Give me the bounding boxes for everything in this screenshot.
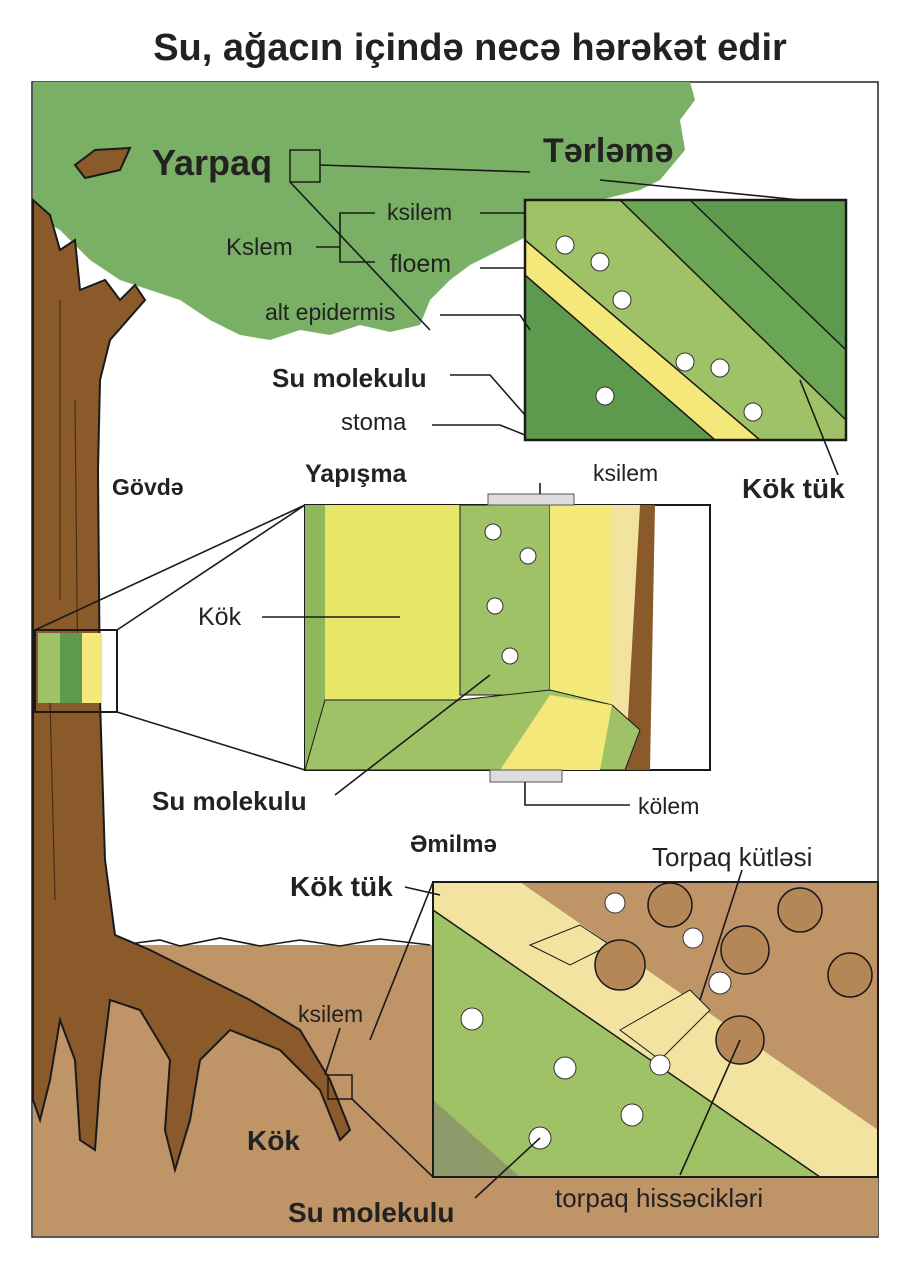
label-ksilem-leaf: ksilem: [387, 199, 452, 225]
leaf-zoom-marker: [289, 149, 321, 183]
label-torpaq-hissecikleri: torpaq hissəcikləri: [555, 1183, 763, 1213]
label-ksilem-root: ksilem: [298, 1001, 363, 1027]
label-emilme: Əmilmə: [410, 831, 497, 858]
tree-trunk-and-roots: [32, 197, 352, 1174]
label-stoma: stoma: [341, 409, 407, 436]
label-yarpaq: Yarpaq: [152, 142, 272, 183]
root-inset: [432, 881, 879, 1178]
stem-zoom-marker: [34, 629, 118, 713]
label-su-molekulu-root: Su molekulu: [288, 1197, 454, 1228]
label-floem: floem: [390, 250, 451, 278]
label-kok-stem: Kök: [198, 603, 242, 631]
label-su-molekulu-leaf: Su molekulu: [272, 363, 427, 393]
label-torpaq-kutlesi: Torpaq kütləsi: [652, 842, 812, 872]
label-kok-root: Kök: [247, 1125, 300, 1156]
label-kslem: Kslem: [226, 234, 293, 261]
label-kok-tuk-root: Kök tük: [290, 871, 393, 902]
leaf-inset: [523, 198, 848, 442]
canopy: [33, 82, 695, 340]
leaf-icon: [73, 146, 132, 180]
stem-inset: [304, 493, 711, 783]
diagram-title: Su, ağacın içində necə hərəkət edir: [153, 27, 787, 69]
root-zoom-marker: [327, 1074, 353, 1100]
label-alt-epidermis: alt epidermis: [265, 299, 395, 325]
label-su-molekulu-stem: Su molekulu: [152, 786, 307, 816]
label-kok-tuk-leaf: Kök tük: [742, 473, 845, 504]
label-ksilem-stem: ksilem: [593, 460, 658, 486]
label-terleme: Tərləmə: [543, 132, 673, 170]
label-yapisma: Yapışma: [305, 460, 408, 488]
leader-lines: [262, 212, 839, 1199]
label-govde: Gövdə: [112, 474, 184, 500]
label-kolem: kölem: [638, 793, 699, 819]
